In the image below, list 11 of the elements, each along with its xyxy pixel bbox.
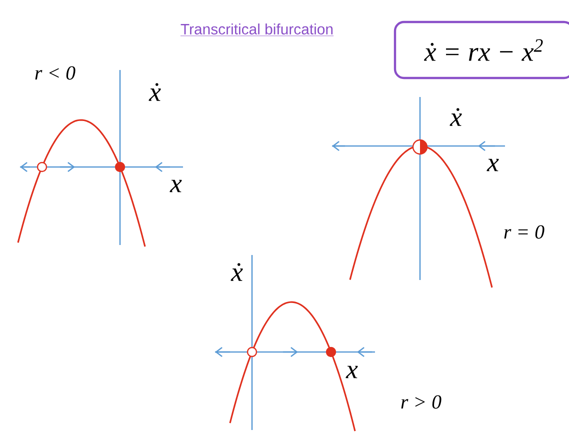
axis-label: ẋ [230,263,243,281]
axis-label: x [346,366,358,378]
axis-label: x [486,158,499,172]
axis-label: ẋ [148,83,161,101]
axis-label: x [170,180,182,192]
parameter-label: r < 0 [35,66,76,80]
equation-box: ẋ = rx − x$^{2}$ [394,20,569,80]
axis-label: ẋ [450,108,462,126]
parameter-label: r = 0 [504,225,544,239]
title: Transcritical bifurcation [180,24,334,36]
parameter-label: r > 0 [401,395,442,409]
